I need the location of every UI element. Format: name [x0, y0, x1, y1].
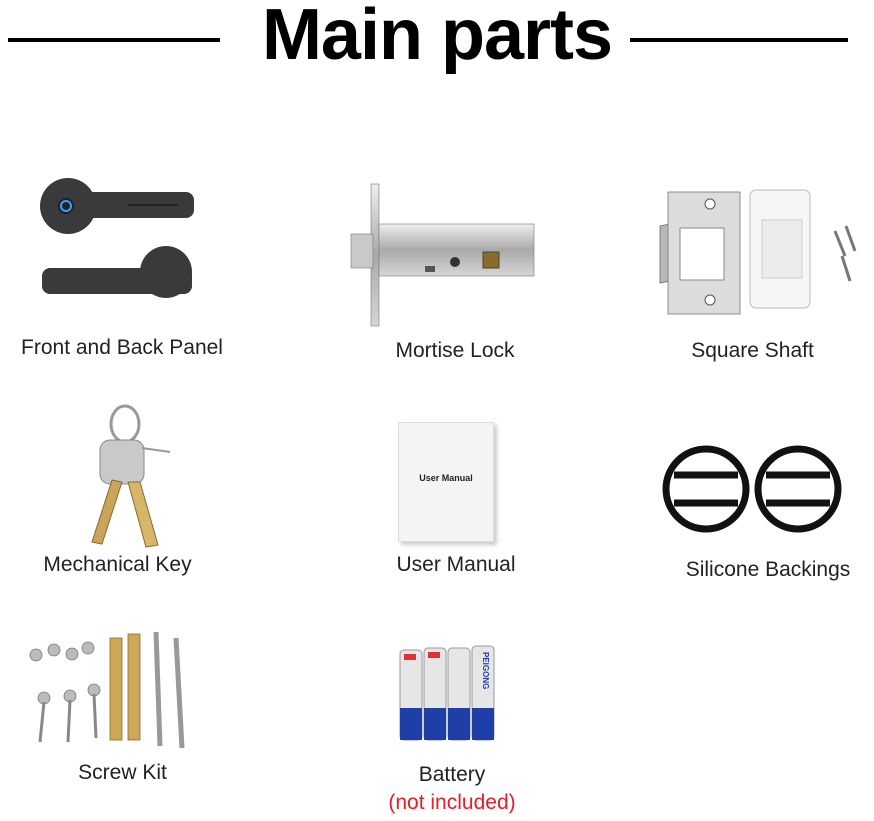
manual-icon: User Manual [398, 422, 494, 542]
strike-plate-icon [650, 186, 870, 321]
screws-icon [24, 630, 199, 755]
battery-note: (not included) [388, 791, 516, 814]
item-label-silicone: Silicone Backings [685, 558, 851, 581]
item-label-mortise: Mortise Lock [395, 339, 515, 362]
title-rule-left [8, 38, 220, 42]
item-label-shaft: Square Shaft [691, 339, 814, 362]
manual-cover-text: User Manual [419, 473, 473, 483]
item-label-battery: Battery [418, 763, 486, 786]
item-label-screw: Screw Kit [78, 761, 167, 784]
rings-icon [660, 442, 850, 537]
keys-icon [50, 402, 180, 552]
header: Main parts [0, 0, 874, 80]
item-label-key: Mechanical Key [43, 553, 192, 576]
item-label-panel: Front and Back Panel [21, 336, 223, 359]
page-title: Main parts [261, 0, 613, 75]
battery-icon: PEIGONG [398, 642, 500, 742]
battery-brand-text: PEIGONG [481, 652, 490, 690]
mortise-lock-icon [345, 182, 540, 332]
title-rule-right [630, 38, 848, 42]
lever-handle-icon [38, 178, 198, 298]
item-label-manual: User Manual [396, 553, 516, 576]
